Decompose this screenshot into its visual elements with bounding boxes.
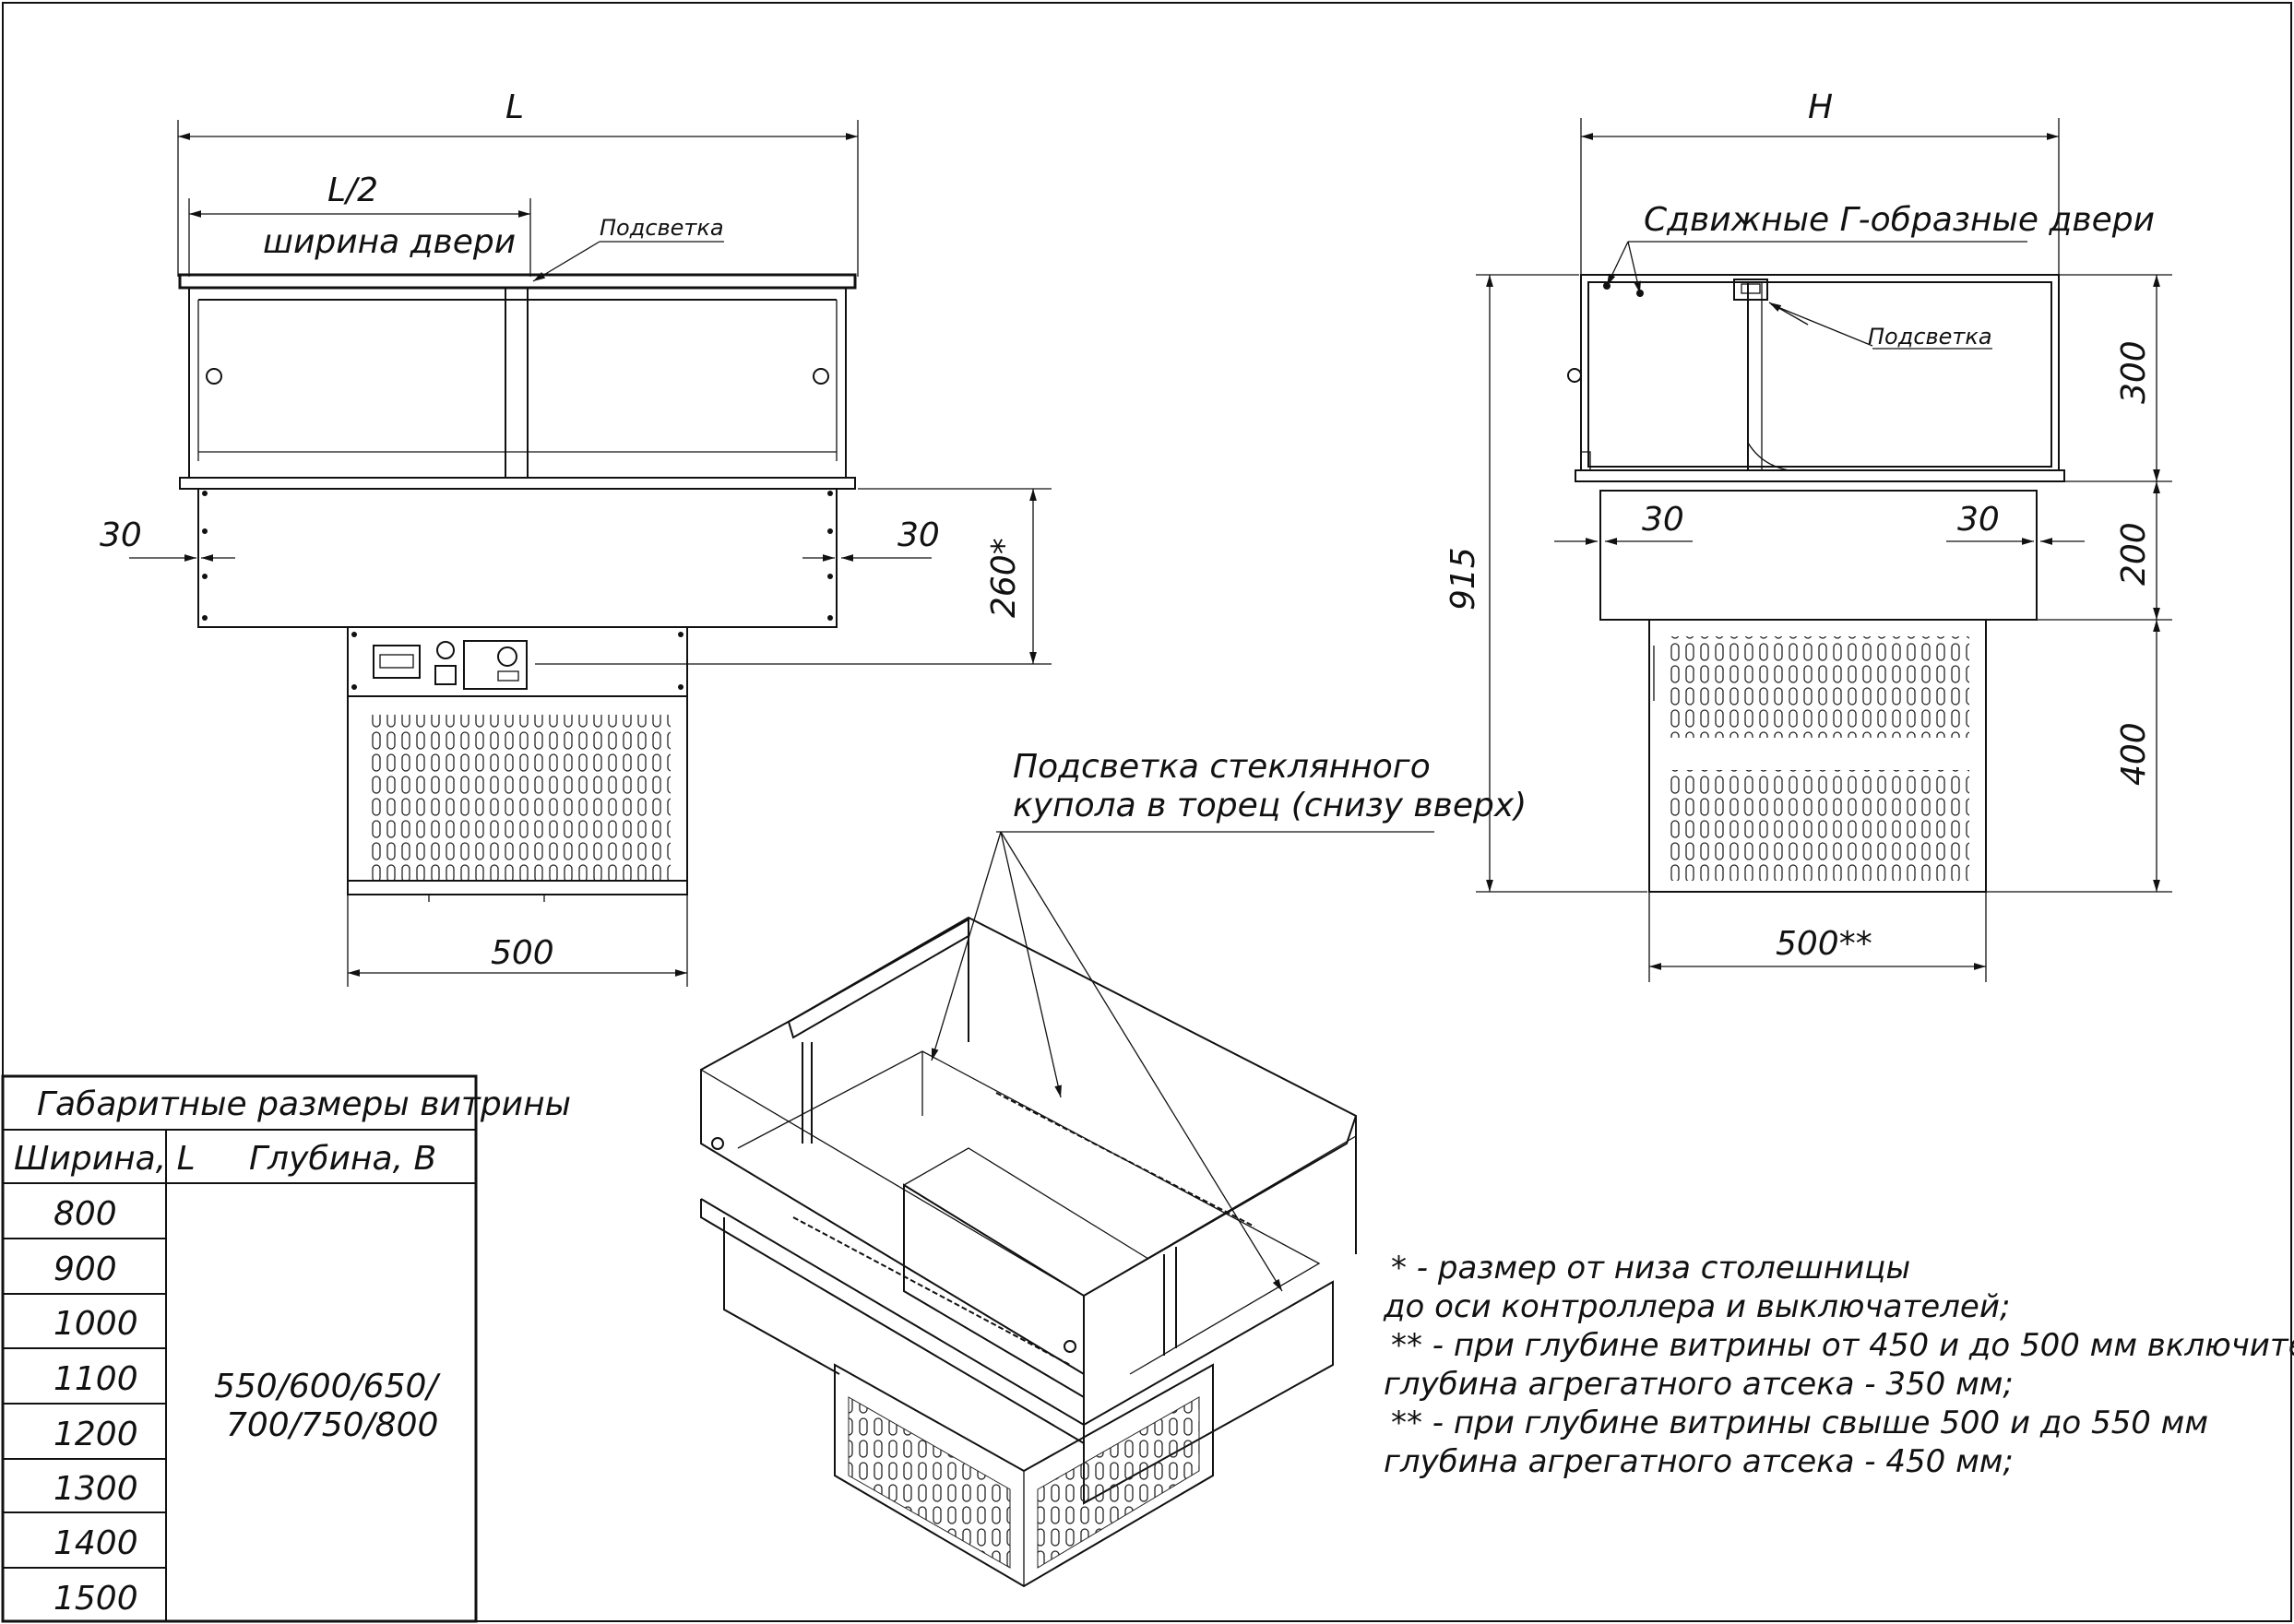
front-height-260: 260* <box>985 538 1023 618</box>
table-width-cell: 800 <box>53 1195 117 1233</box>
dim-L2-label: L/2 <box>327 172 378 209</box>
side-total-915: 915 <box>1444 547 1482 610</box>
front-right-30: 30 <box>897 516 940 554</box>
note-line-4: глубина агрегатного атсека - 350 мм; <box>1384 1366 2014 1403</box>
side-h-400: 400 <box>2115 722 2153 786</box>
note-line-3: ** - при глубине витрины от 450 и до 500… <box>1391 1327 2294 1364</box>
dimensions-table: Габаритные размеры витрины Ширина, L Глу… <box>1 1074 571 1623</box>
isometric-view: Подсветка стеклянного купола в торец (сн… <box>700 748 1527 1588</box>
note-line-5: ** - при глубине витрины свыше 500 и до … <box>1391 1405 2208 1441</box>
door-width-label: ширина двери <box>263 223 516 261</box>
side-view: H Сдвижные Г-образные двери Подсветка 30 <box>1444 89 2172 982</box>
note-line-6: глубина агрегатного атсека - 450 мм; <box>1384 1443 2014 1480</box>
front-left-30: 30 <box>100 516 142 554</box>
dim-H-label: H <box>1808 89 1833 126</box>
table-width-cell: 1300 <box>53 1470 138 1508</box>
side-h-200: 200 <box>2115 522 2153 586</box>
table-width-cell: 1400 <box>53 1524 138 1562</box>
table-width-cell: 1100 <box>53 1360 138 1398</box>
table-width-cell: 1200 <box>53 1416 138 1453</box>
side-h-300: 300 <box>2115 340 2153 404</box>
front-backlight-label: Подсветка <box>600 215 724 241</box>
dim-L-label: L <box>505 89 524 126</box>
table-col-width: Ширина, L <box>14 1140 196 1178</box>
side-left-30: 30 <box>1642 501 1684 539</box>
sliding-doors-label: Сдвижные Г-образные двери <box>1644 201 2155 239</box>
front-view: L L/2 ширина двери Подсветка 30 <box>100 89 1052 987</box>
iso-callout-line2: купола в торец (снизу вверх) <box>1013 787 1527 824</box>
note-line-2: до оси контроллера и выключателей; <box>1383 1288 2010 1325</box>
side-right-30: 30 <box>1957 501 2000 539</box>
table-width-cell: 900 <box>53 1251 117 1288</box>
note-line-1: * - размер от низа столешницы <box>1391 1250 1910 1286</box>
table-width-cell: 1500 <box>53 1580 138 1618</box>
table-width-cell: 1000 <box>53 1305 138 1343</box>
front-width-500: 500 <box>491 934 554 972</box>
notes-block: * - размер от низа столешницы до оси кон… <box>1383 1250 2294 1480</box>
table-col-depth: Глубина, B <box>249 1140 436 1178</box>
table-depth-line2: 700/750/800 <box>226 1406 438 1444</box>
side-backlight-label: Подсветка <box>1868 324 1992 350</box>
table-title: Габаритные размеры витрины <box>37 1085 571 1123</box>
side-depth-500: 500** <box>1776 925 1872 963</box>
iso-callout-line1: Подсветка стеклянного <box>1013 748 1431 786</box>
table-depth-line1: 550/600/650/ <box>214 1368 441 1405</box>
